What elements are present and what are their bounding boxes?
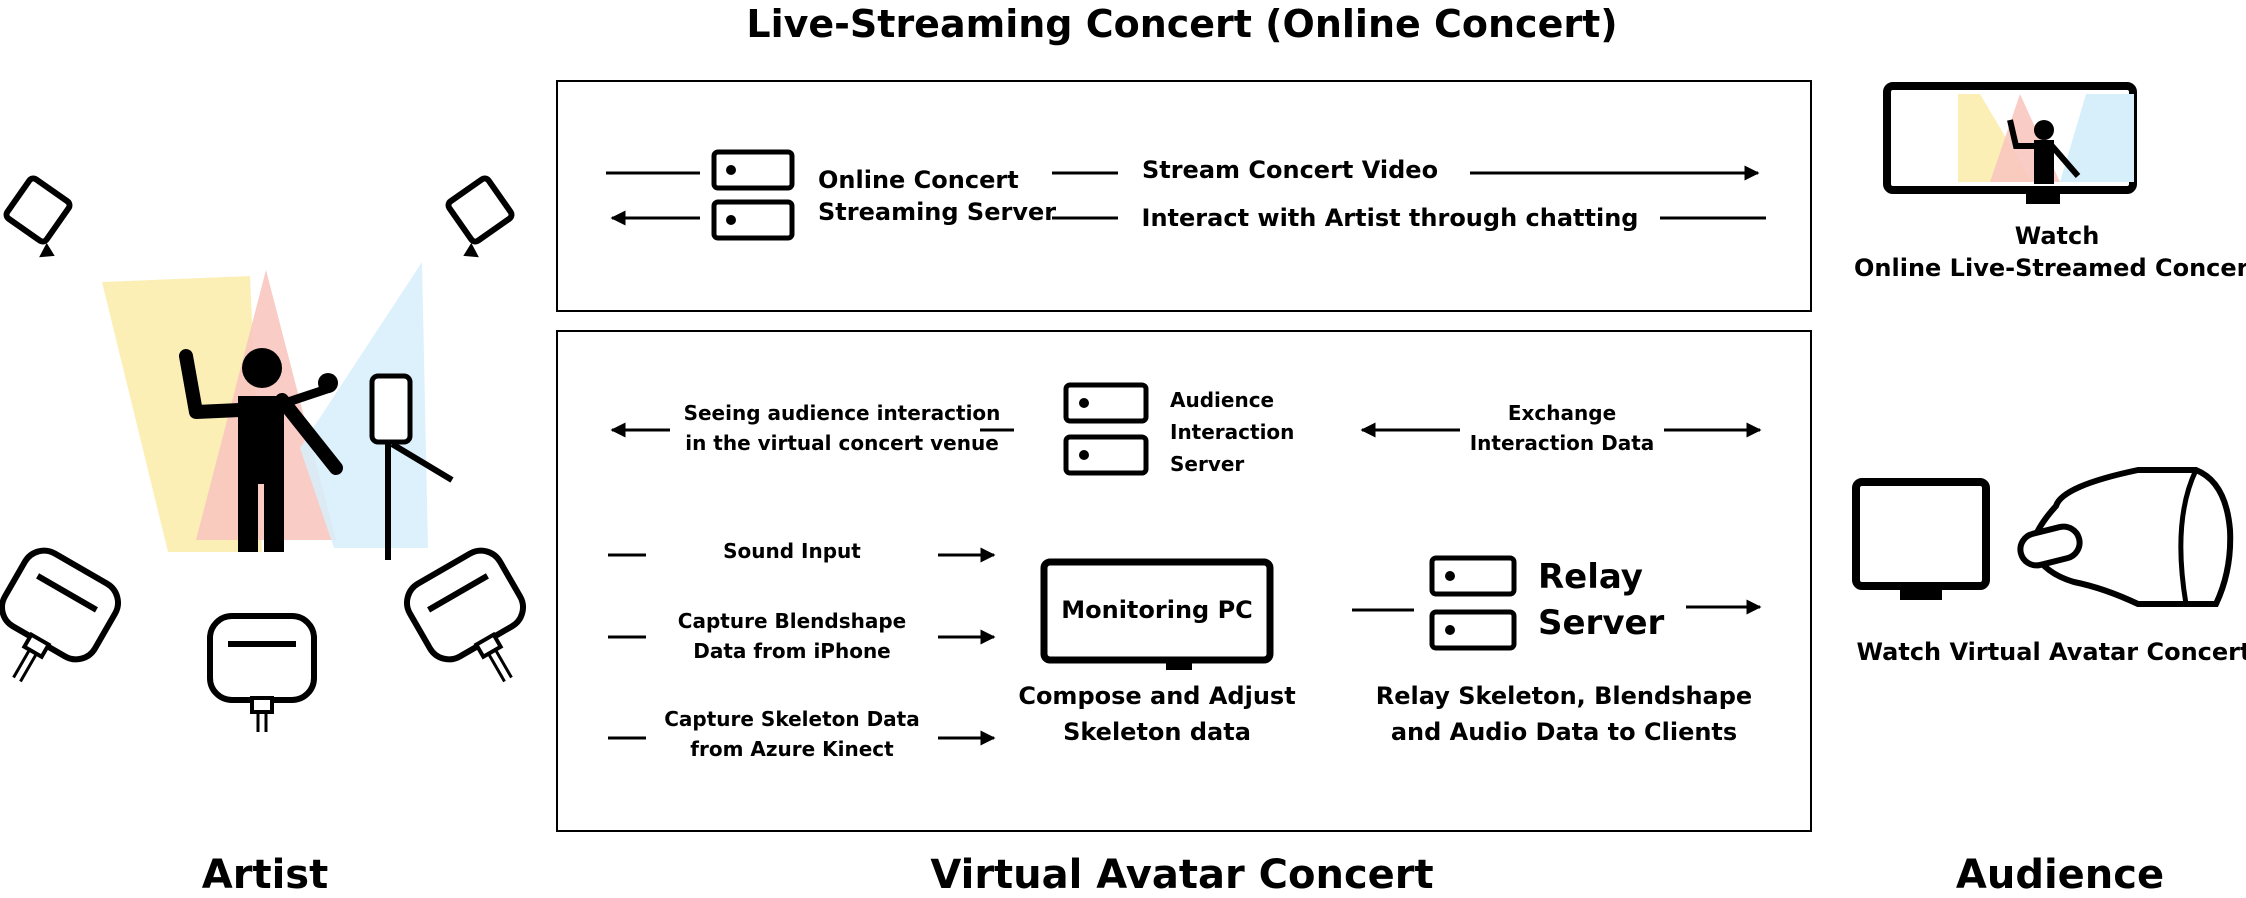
interaction-server-label: Audience Interaction Server	[1170, 388, 1295, 476]
vr-headset-icon	[2017, 467, 2234, 607]
interaction-server-icon	[1063, 382, 1149, 476]
iphone-on-stand-icon	[369, 373, 454, 560]
spotlight-blue	[300, 262, 428, 548]
skeleton-capture-label: Capture Skeleton Data from Azure Kinect	[664, 707, 920, 761]
relay-server-label: Relay Server	[1538, 557, 1665, 643]
audience-livestream-caption: Watch Online Live-Streamed Concert	[1854, 222, 2246, 282]
footer-artist: Artist	[201, 852, 329, 898]
monitor-icon	[1852, 478, 1990, 600]
relay-caption: Relay Skeleton, Blendshape and Audio Dat…	[1375, 682, 1753, 746]
footer-audience: Audience	[1955, 852, 2165, 898]
relay-server-icon	[1429, 555, 1517, 651]
sound-input-label: Sound Input	[723, 539, 861, 563]
virtual-concert-box	[556, 330, 1812, 832]
kinect-sensor-right-icon	[404, 547, 526, 683]
stage-illustration	[102, 262, 428, 552]
compose-label: Compose and Adjust Skeleton data	[1018, 682, 1296, 746]
kinect-sensor-left-icon	[0, 547, 121, 683]
audience-avatar-caption: Watch Virtual Avatar Concert	[1856, 638, 2246, 666]
footer-virtual-avatar-concert: Virtual Avatar Concert	[930, 852, 1434, 898]
streaming-server-icon	[711, 149, 795, 241]
streaming-server-label: Online Concert Streaming Server	[818, 166, 1057, 226]
diagram-title: Live-Streaming Concert (Online Concert)	[746, 2, 1618, 46]
camera-right-icon	[445, 175, 515, 258]
artist-figure-icon	[179, 348, 343, 552]
stream-video-label: Stream Concert Video	[1141, 156, 1439, 184]
blendshape-capture-label: Capture Blendshape Data from iPhone	[677, 609, 907, 663]
chat-label: Interact with Artist through chatting	[1141, 204, 1639, 232]
streaming-box	[556, 80, 1812, 312]
exchange-data-label: Exchange Interaction Data	[1469, 401, 1655, 455]
seeing-interaction-label: Seeing audience interaction in the virtu…	[683, 401, 1001, 455]
monitoring-pc-icon	[1040, 558, 1274, 670]
camera-left-icon	[3, 175, 73, 258]
kinect-sensor-center-icon	[207, 613, 317, 732]
tv-livestream-icon	[1883, 82, 2137, 204]
monitoring-pc-label: Monitoring PC	[1061, 596, 1253, 624]
